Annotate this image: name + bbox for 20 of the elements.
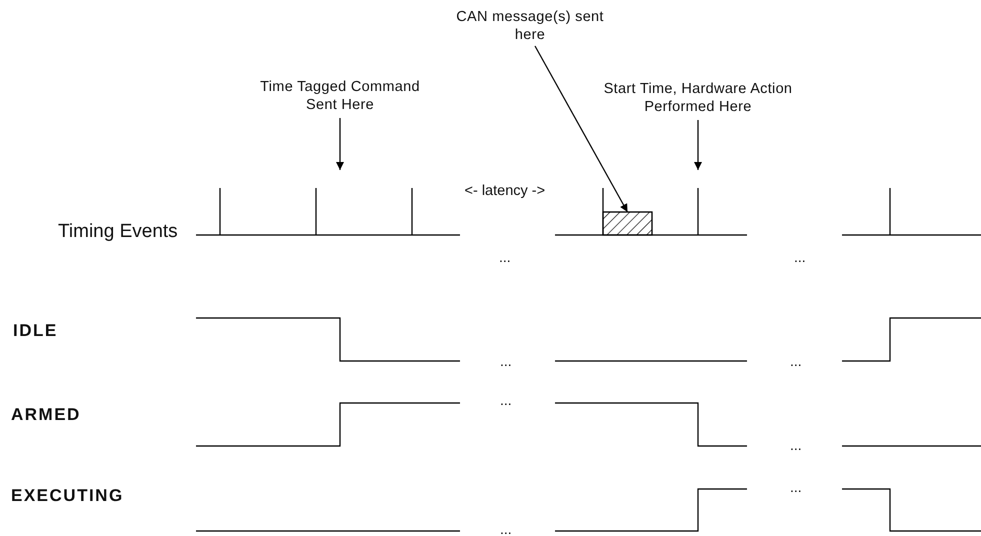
latency-label: <- latency -> [464, 184, 546, 198]
annotation-text: CAN message(s) sent here [455, 8, 605, 44]
arrow [694, 120, 702, 170]
ellipsis: ... [499, 250, 511, 264]
ellipsis: ... [500, 393, 512, 407]
annotation-text: Time Tagged Command Sent Here [250, 78, 430, 114]
row-label: IDLE [13, 322, 58, 339]
row-label: Timing Events [58, 222, 178, 241]
annotation-text: Start Time, Hardware Action Performed Here [603, 80, 793, 116]
row-label: EXECUTING [11, 487, 124, 504]
arrow [336, 118, 344, 170]
ellipsis: ... [790, 354, 802, 368]
ellipsis: ... [794, 250, 806, 264]
ellipsis: ... [500, 354, 512, 368]
hatched-box [602, 211, 653, 236]
ellipsis: ... [790, 438, 802, 452]
row-label: ARMED [11, 406, 81, 423]
ellipsis: ... [500, 522, 512, 536]
arrow [534, 46, 628, 212]
ellipsis: ... [790, 480, 802, 494]
